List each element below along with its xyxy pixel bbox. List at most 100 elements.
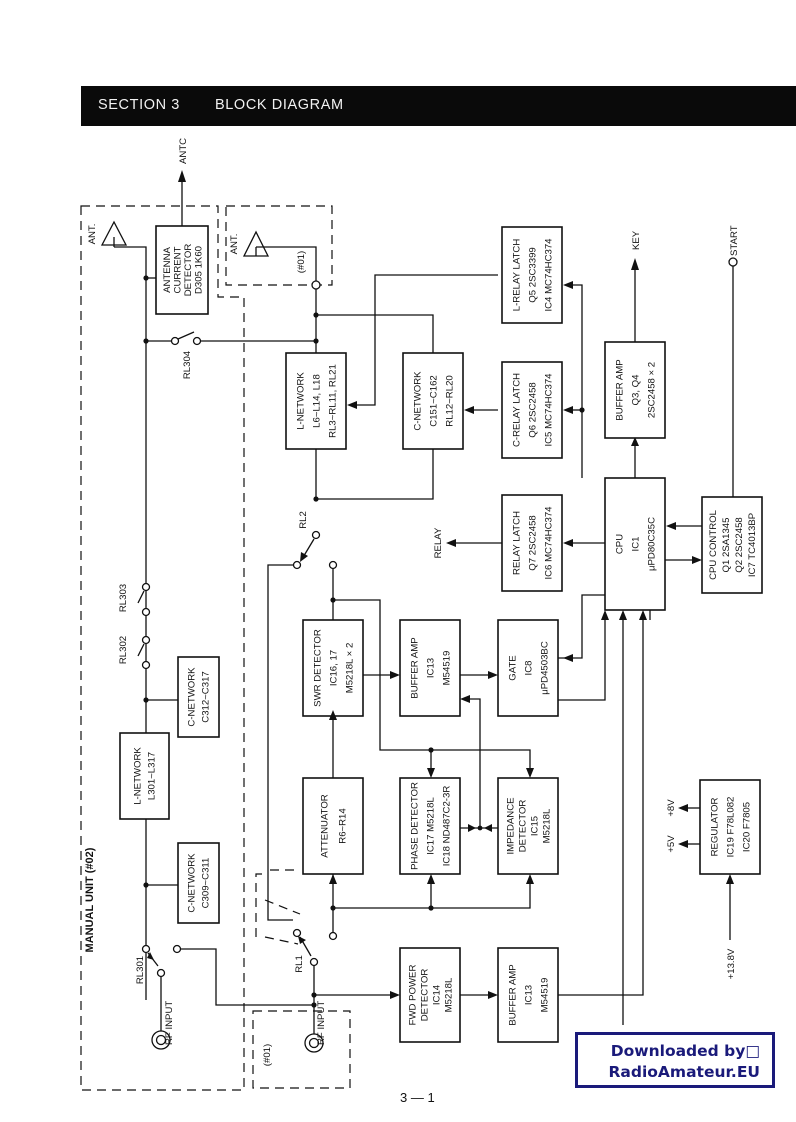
gate-label-2: μPD4503BC <box>540 641 551 695</box>
swr-detector-label-0: SWR DETECTOR <box>313 629 324 707</box>
antenna-current-detector-label-1: CURRENT <box>172 246 183 293</box>
buffer-amp-swr-label-2: M54519 <box>442 651 453 686</box>
rf-input-connector-main <box>304 1033 324 1053</box>
key-label: KEY <box>631 230 642 250</box>
antc-label: ANTC <box>178 138 189 164</box>
rl301-label: RL301 <box>135 956 146 984</box>
swr-detector-label-2: M5218L × 2 <box>345 643 356 694</box>
fwd-power-detector-label-1: DETECTOR <box>420 969 431 1022</box>
impedance-detector-label-1: DETECTOR <box>518 800 529 853</box>
c-relay-latch-label-2: IC5 MC74HC374 <box>544 373 555 447</box>
relay-latch-label-0: RELAY LATCH <box>512 511 523 575</box>
cpu-label-1: IC1 <box>631 537 642 552</box>
l-relay-latch-label-1: Q5 2SC3399 <box>528 247 539 302</box>
relay-latch-block <box>501 494 563 592</box>
buffer-amp-swr-label-1: IC13 <box>426 658 437 678</box>
l-relay-latch-label-0: L-RELAY LATCH <box>512 239 523 312</box>
relay-latch-label-1: Q7 2SC2458 <box>528 515 539 570</box>
rf-input-unit-boundary <box>252 1010 351 1089</box>
ant-manual-label: ANT. <box>87 224 98 245</box>
relay-latch-label-2: IC6 MC74HC374 <box>544 506 555 580</box>
ant-unit-label: (#01) <box>296 251 307 273</box>
swr-detector-label-1: IC16, 17 <box>329 650 340 686</box>
rl1-label: RL1 <box>294 955 305 973</box>
antenna-icon-manual <box>100 220 128 246</box>
c-network-312-block <box>177 656 220 738</box>
c-network-312-label-0: C-NETWORK <box>187 667 198 727</box>
phase-detector-block <box>399 777 461 875</box>
buffer-amp-key-label-2: 2SC2458 × 2 <box>647 362 658 418</box>
manual-unit-boundary <box>80 205 245 1091</box>
impedance-detector-label-0: IMPEDANCE <box>506 797 517 854</box>
manual-unit-label: MANUAL UNIT (#02) <box>84 847 96 952</box>
antenna-current-detector-label-3: D305 1K60 <box>193 246 204 294</box>
c-relay-latch-label-0: C-RELAY LATCH <box>512 373 523 447</box>
buffer-amp-key-label-0: BUFFER AMP <box>615 359 626 420</box>
c-network-label-2: RL12~RL20 <box>445 375 456 426</box>
cpu-control-label-3: IC7 TC4013BP <box>747 513 758 577</box>
attenuator-block <box>302 777 364 875</box>
rl1-rl2-link <box>255 869 301 945</box>
buffer-amp-key-label-1: Q3, Q4 <box>631 374 642 406</box>
fwd-power-detector-label-3: M5218L <box>444 977 455 1012</box>
gate-block <box>497 619 559 717</box>
c-network-309-label-0: C-NETWORK <box>187 853 198 913</box>
buffer-amp-key-block <box>604 341 666 439</box>
l-network-block <box>285 352 347 450</box>
phase-detector-label-1: IC17 M5218L <box>426 797 437 855</box>
buffer-amp-swr-label-0: BUFFER AMP <box>410 637 421 698</box>
buffer-amp-fwd-label-0: BUFFER AMP <box>508 964 519 1025</box>
ant-unit-boundary <box>225 205 333 286</box>
plus13-8v-label: +13.8V <box>726 948 737 979</box>
antenna-current-detector-label-0: ANTENNA <box>162 246 173 292</box>
impedance-detector-block <box>497 777 559 875</box>
antenna-current-detector-label-2: DETECTOR <box>183 244 194 297</box>
rf-input-connector-manual <box>151 1030 171 1050</box>
cpu-control-block <box>701 496 763 594</box>
buffer-amp-fwd-label-2: M54519 <box>540 978 551 1013</box>
buffer-amp-fwd-block <box>497 947 559 1043</box>
c-relay-latch-block <box>501 361 563 459</box>
c-network-label-0: C-NETWORK <box>413 371 424 431</box>
attenuator-label-1: R6~R14 <box>338 808 349 844</box>
l-network-manual-block <box>119 732 170 820</box>
rl302-label: RL302 <box>118 636 129 664</box>
attenuator-label-0: ATTENUATOR <box>320 794 331 857</box>
watermark-line-1: Downloaded by□ <box>610 1042 760 1060</box>
rf-input-manual-label: RF INPUT <box>164 1001 175 1045</box>
regulator-label-2: IC20 F7805 <box>742 802 753 852</box>
rf-input-unit-label: (#01) <box>262 1044 273 1066</box>
c-network-label-1: C151~C162 <box>429 375 440 426</box>
download-watermark[interactable]: Downloaded by□ RadioAmateur.EU <box>575 1032 775 1088</box>
l-network-label-2: RL3~RL11, RL21 <box>328 364 339 438</box>
l-relay-latch-block <box>501 226 563 324</box>
cpu-control-label-1: Q1 2SA1345 <box>721 518 732 573</box>
impedance-detector-label-3: M5218L <box>542 808 553 843</box>
rl2-label: RL2 <box>298 511 309 529</box>
l-network-label-0: L-NETWORK <box>296 372 307 430</box>
regulator-block <box>699 779 761 875</box>
ant-main-label: ANT. <box>229 234 240 255</box>
rl303-label: RL303 <box>118 584 129 612</box>
regulator-label-1: IC19 F78L082 <box>726 797 737 858</box>
start-label: START <box>729 225 740 256</box>
regulator-label-0: REGULATOR <box>710 798 721 857</box>
phase-detector-label-0: PHASE DETECTOR <box>410 782 421 870</box>
c-network-312-label-1: C312~C317 <box>201 671 212 722</box>
c-network-309-label-1: C309~C311 <box>201 858 212 909</box>
cpu-control-label-0: CPU CONTROL <box>708 509 719 579</box>
c-network-309-block <box>177 842 220 924</box>
rl304-label: RL304 <box>182 350 193 379</box>
gate-label-0: GATE <box>508 655 519 680</box>
fwd-power-detector-label-2: IC14 <box>432 984 443 1005</box>
gate-label-1: IC8 <box>524 661 535 676</box>
fwd-power-detector-label-0: FWD POWER <box>408 965 419 1026</box>
phase-detector-label-2: IC18 ND487C2-3R <box>442 786 453 867</box>
l-relay-latch-label-2: IC4 MC74HC374 <box>544 238 555 312</box>
cpu-label-0: CPU <box>615 534 626 554</box>
section-title: BLOCK DIAGRAM <box>215 97 344 113</box>
rf-input-main-label: RF INPUT <box>316 1001 327 1045</box>
l-network-label-1: L6~L14, L18 <box>312 374 323 428</box>
watermark-line-2: RadioAmateur.EU <box>608 1063 760 1081</box>
